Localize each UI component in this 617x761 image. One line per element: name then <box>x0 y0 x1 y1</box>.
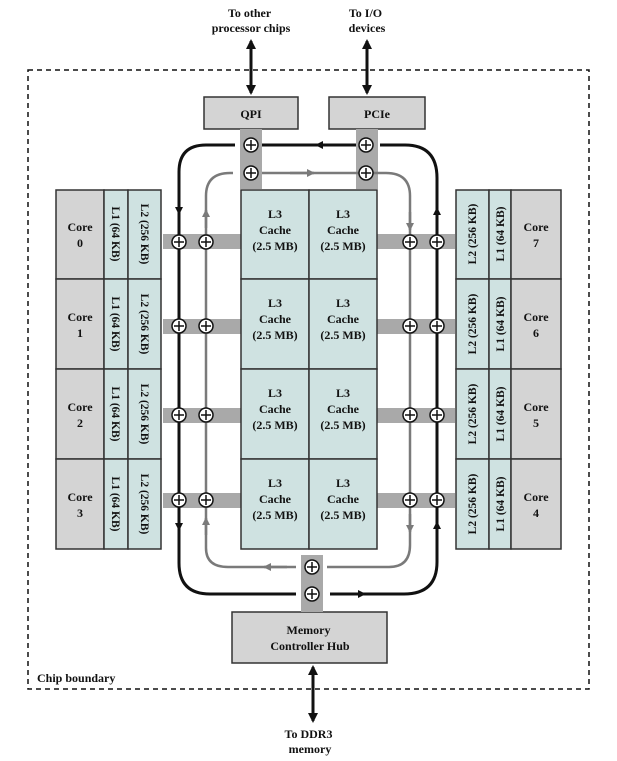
qpi-box <box>203 96 299 130</box>
core-2-l2-label: L2 (256 KB) <box>138 384 150 445</box>
l3-slice-0 <box>240 189 310 280</box>
core-3-l2 <box>127 458 162 550</box>
memory-controller-hub-box <box>231 611 388 664</box>
ring-stop-node <box>243 165 259 181</box>
core-2-box <box>55 368 105 460</box>
core-4-l1-label: L1 (64 KB) <box>495 476 507 531</box>
ring-stop-node <box>429 318 445 334</box>
ring-stop-node <box>402 492 418 508</box>
ring-stop-node <box>171 492 187 508</box>
ring-stop-node <box>198 407 214 423</box>
outer-ring-right <box>330 143 439 596</box>
ring-stop-node <box>171 407 187 423</box>
core-1-l1-label: L1 (64 KB) <box>109 297 121 352</box>
core-1-l2-label: L2 (256 KB) <box>138 294 150 355</box>
chip-boundary-label: Chip boundary <box>37 671 115 685</box>
pcie-label: PCIe <box>364 107 391 121</box>
memory-controller-hub-label: Memory Controller Hub <box>270 623 350 653</box>
core-3-l1 <box>103 458 129 550</box>
core-4-l2-label: L2 (256 KB) <box>467 473 479 534</box>
core-2-l1-label: L1 (64 KB) <box>109 387 121 442</box>
l3-slice-5 <box>308 368 378 460</box>
ring-stop-node <box>304 559 320 575</box>
core-3-l1-label: L1 (64 KB) <box>109 477 121 532</box>
l3-slice-3 <box>308 278 378 370</box>
outer-ring-left <box>177 143 296 596</box>
core-6-l2-label: L2 (256 KB) <box>467 293 479 354</box>
ring-stop-node <box>198 318 214 334</box>
core-3-l2-label: L2 (256 KB) <box>138 474 150 535</box>
core-6-l1-label: L1 (64 KB) <box>495 296 507 351</box>
core-3-box <box>55 458 105 550</box>
ring-stop-node <box>358 137 374 153</box>
core-0-box <box>55 189 105 280</box>
l3-slice-1 <box>308 189 378 280</box>
ring-stop-node <box>358 165 374 181</box>
core-7-box <box>510 189 562 280</box>
ring-stop-node <box>429 492 445 508</box>
other-chips-label: To other processor chips <box>212 6 291 35</box>
core-0-l1-label: L1 (64 KB) <box>109 207 121 262</box>
core-4-box <box>510 458 562 550</box>
ring-stop-node <box>429 407 445 423</box>
core-0-l1 <box>103 189 129 280</box>
ring-direction-arrows <box>175 141 441 598</box>
ring-stop-node <box>171 318 187 334</box>
ddr3-memory-label: To DDR3 memory <box>285 727 336 756</box>
core-7-l2-label: L2 (256 KB) <box>467 203 479 264</box>
ring-stop-node <box>304 586 320 602</box>
ring-stop-node <box>402 234 418 250</box>
pcie-box <box>328 96 426 130</box>
io-devices-label: To I/O devices <box>349 6 386 35</box>
core-0-l2-label: L2 (256 KB) <box>138 204 150 265</box>
core-6-box <box>510 278 562 370</box>
ring-interconnect <box>177 143 439 596</box>
core-5-l2-label: L2 (256 KB) <box>467 383 479 444</box>
ring-stop-node <box>243 137 259 153</box>
ring-stop-node <box>171 234 187 250</box>
core-5-box <box>510 368 562 460</box>
core-7-l1-label: L1 (64 KB) <box>495 206 507 261</box>
inner-ring-left <box>204 171 296 569</box>
ring-stop-node <box>198 492 214 508</box>
ring-stop-node <box>402 407 418 423</box>
l3-slice-7 <box>308 458 378 550</box>
l3-slice-6 <box>240 458 310 550</box>
qpi-label: QPI <box>240 107 262 121</box>
core-5-l1-label: L1 (64 KB) <box>495 386 507 441</box>
ring-stop-node <box>402 318 418 334</box>
inner-ring-right <box>262 171 412 569</box>
ring-stop-nodes <box>171 137 445 602</box>
core-1-box <box>55 278 105 370</box>
l3-slice-2 <box>240 278 310 370</box>
ring-stop-node <box>198 234 214 250</box>
ring-stop-node <box>429 234 445 250</box>
